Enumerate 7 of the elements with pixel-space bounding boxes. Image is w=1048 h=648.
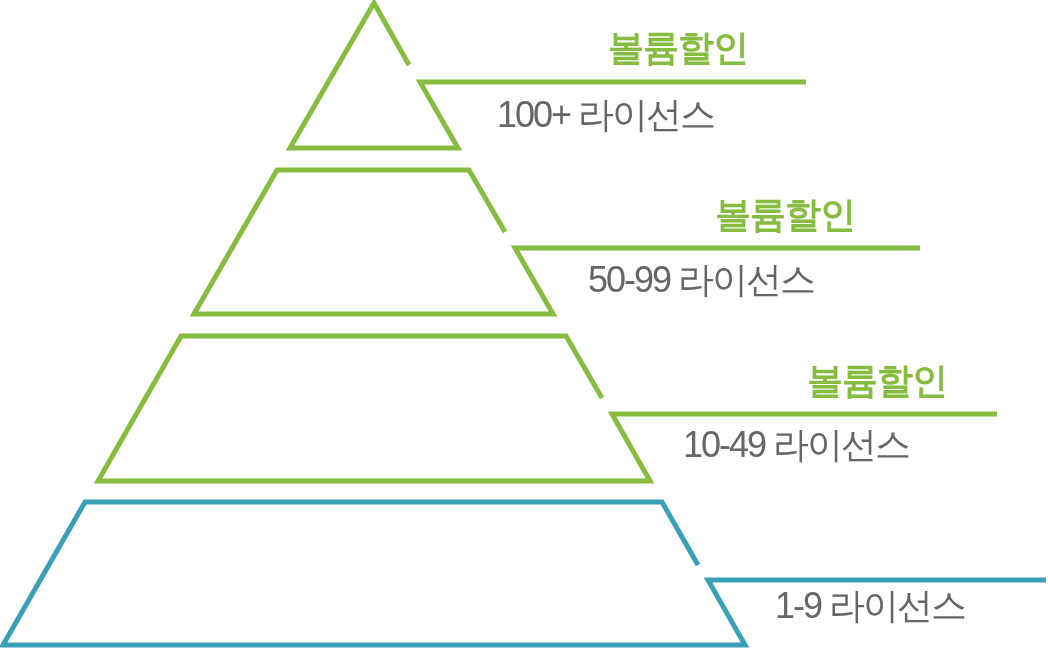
license-label: 10-49 라이선스 <box>683 427 910 463</box>
tier-heading: 볼륨할인 <box>608 30 748 66</box>
license-label: 50-99 라이선스 <box>588 262 815 298</box>
tier-heading: 볼륨할인 <box>715 197 855 233</box>
tier-heading: 볼륨할인 <box>807 363 947 399</box>
license-label: 1-9 라이선스 <box>775 588 966 624</box>
license-label: 100+ 라이선스 <box>497 97 715 133</box>
